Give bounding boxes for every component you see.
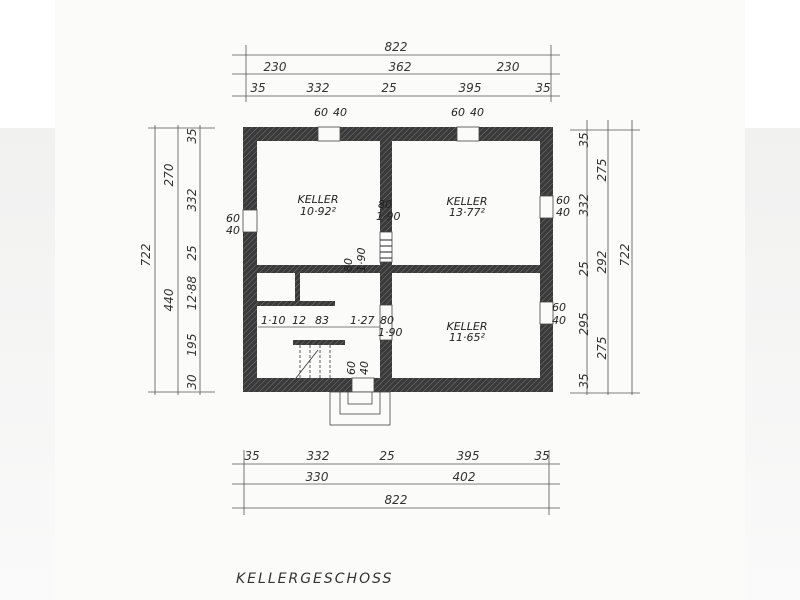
dimension-label: 1·90 [376,210,401,223]
dimension-label: 1·27 [350,314,375,327]
dimension-label: 12·88 [185,275,199,310]
walls [243,127,553,392]
staircase-icon [295,345,331,379]
dimension-label: 60 [556,194,570,207]
dimension-label: 35 [577,132,591,147]
room-area: 10·92² [300,205,336,218]
dimension-label: 80 [380,314,394,327]
dimension-label: 40 [552,314,566,327]
dimension-label: 270 [162,163,176,186]
dimension-label: 60 [451,106,465,119]
right-dimensions: 722 275 292 275 35 332 25 295 35 [570,120,640,395]
opening-labels: 60 40 60 40 60 40 60 40 60 40 80 1·90 80… [226,106,570,375]
dimension-label: 722 [139,244,153,267]
dimension-label: 1·90 [378,326,403,339]
dimension-label: 230 [497,60,520,74]
dimension-label: 1·10 [261,314,286,327]
top-dimensions: 822 230 362 230 35 332 25 395 35 [232,40,560,102]
dimension-label: 35 [244,449,259,463]
dimension-label: 330 [306,470,329,484]
dimension-label: 332 [577,194,591,217]
dimension-label: 1·90 [355,248,368,273]
dimension-label: 60 [552,301,566,314]
dimension-label: 35 [535,81,550,95]
dimension-label: 25 [185,245,199,260]
dimension-label: 83 [315,314,329,327]
paper-sheet [55,0,745,600]
dimension-label: 60 [345,361,358,375]
interior-dimensions: 1·10 12 83 1·27 [258,314,380,328]
dimension-label: 230 [264,60,287,74]
dimension-label: 395 [457,449,480,463]
dimension-label: 40 [358,361,371,375]
left-dimensions: 722 270 440 35 332 25 12·88 195 30 [139,125,215,395]
dimension-label: 25 [379,449,394,463]
dimension-label: 40 [556,206,570,219]
dimension-label: 80 [342,258,355,272]
dimension-label: 25 [577,261,591,276]
dimension-label: 40 [226,224,240,237]
dimension-label: 332 [307,81,330,95]
room-name: KELLER [446,320,487,333]
dimension-label: 332 [307,449,330,463]
dimension-label: 25 [381,81,396,95]
dimension-label: 40 [333,106,347,119]
dimension-label: 60 [226,212,240,225]
dimension-label: 35 [534,449,549,463]
dimension-label: 362 [389,60,412,74]
dimension-label: 295 [577,313,591,336]
dimension-label: 402 [453,470,476,484]
dimension-label: 80 [378,198,392,211]
dimension-label: 30 [185,374,199,390]
room-area: 11·65² [449,331,485,344]
dimension-label: 275 [595,159,609,182]
plan-title: KELLERGESCHOSS [236,571,393,587]
room-area: 13·77² [449,206,485,219]
bottom-dimensions: 35 332 25 395 35 330 402 822 [232,449,560,515]
dimension-label: 195 [185,334,199,357]
dimension-label: 292 [595,251,609,274]
room-name: KELLER [446,195,487,208]
dimension-label: 35 [577,373,591,388]
dimension-label: 722 [618,244,632,267]
room-name: KELLER [297,193,338,206]
chimney-icon [380,239,392,259]
dimension-label: 822 [385,40,408,54]
dimension-label: 332 [185,189,199,212]
dimension-label: 822 [385,493,408,507]
dimension-label: 60 [314,106,328,119]
openings [242,126,554,426]
dimension-label: 35 [185,128,199,143]
dimension-label: 12 [292,314,306,327]
dimension-label: 35 [250,81,265,95]
dimension-label: 275 [595,337,609,360]
dimension-label: 395 [459,81,482,95]
dimension-label: 440 [162,288,176,311]
dimension-label: 40 [470,106,484,119]
